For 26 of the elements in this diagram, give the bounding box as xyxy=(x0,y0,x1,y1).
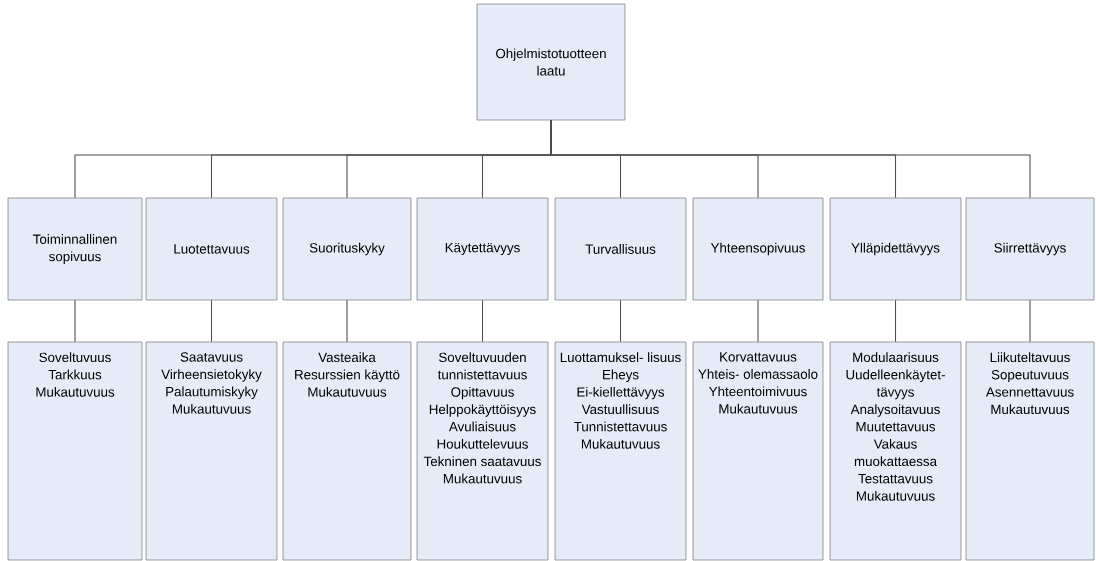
connector-line xyxy=(74,299,76,343)
connector-line xyxy=(1029,299,1031,343)
category-box: Luottamuksel- lisuus Eheys Ei-kiellettävyys Vastuullisuus Tunnistettavuus Mukautuvuus xyxy=(554,341,687,561)
category-box: Suorituskyky xyxy=(282,197,412,301)
category-box: Vasteaika Resurssien käyttö Mukautuvuus xyxy=(282,341,412,561)
category-box: Käytettävyys xyxy=(416,197,549,301)
category-box: Luotettavuus xyxy=(145,197,278,301)
connector-line xyxy=(894,299,897,343)
category-box: Korvattavuus Yhteis- olemassaolo Yhteentoimivuus Mukautuvuus xyxy=(692,341,824,561)
category-box: Modulaarisuus Uudelleenkäytet- tävyys Analysoitavuus Muutettavuus Vakaus muokattaessa Testattavuus Mukautuvuus xyxy=(829,341,962,561)
category-box: Siirrettävyys xyxy=(965,197,1095,301)
connector-line xyxy=(481,299,484,343)
category-box: Soveltuvuus Tarkkuus Mukautuvuus xyxy=(7,341,143,561)
category-box: Ohjelmistotuotteen laatu xyxy=(476,3,626,121)
connector-line xyxy=(757,299,759,343)
category-box: Liikuteltavuus Sopeutuvuus Asennettavuus Mukautuvuus xyxy=(965,341,1095,561)
connector-line xyxy=(210,299,213,343)
connector-line xyxy=(619,299,622,343)
connector-line xyxy=(346,299,348,343)
category-box: Soveltuvuuden tunnistettavuus Opittavuus Helppokäyttöisyys Avuliaisuus Houkuttelevuus Tekninen saatavuus Mukautuvuus xyxy=(416,341,549,561)
category-box: Toiminnallinen sopivuus xyxy=(7,197,143,301)
category-box: Turvallisuus xyxy=(554,197,687,301)
connector-line xyxy=(550,119,1031,199)
category-box: Ylläpidettävyys xyxy=(829,197,962,301)
category-box: Saatavuus Virheensietokyky Palautumiskyky Mukautuvuus xyxy=(145,341,278,561)
category-box: Yhteensopivuus xyxy=(692,197,824,301)
